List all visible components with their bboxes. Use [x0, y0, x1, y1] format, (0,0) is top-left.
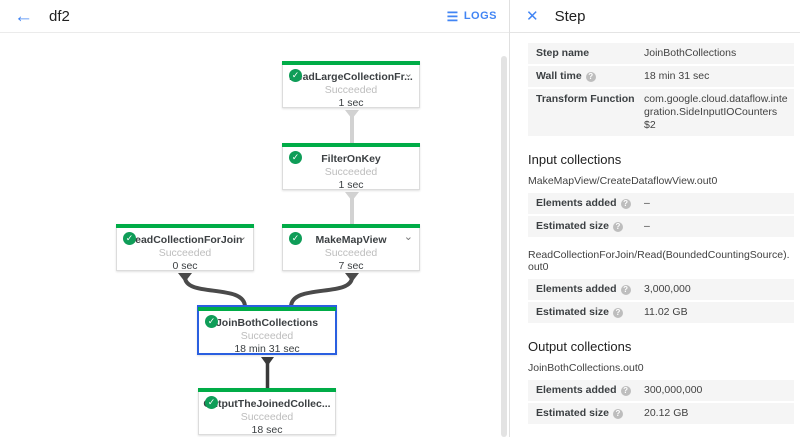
- collection-elements-added-row: Elements added? –: [528, 193, 794, 214]
- node-time: 7 sec: [338, 260, 364, 272]
- node-status-bar: [198, 388, 336, 392]
- success-check-icon: ✓: [289, 69, 302, 82]
- success-check-icon: ✓: [123, 232, 136, 245]
- node-title: ReadCollectionForJoin: [127, 234, 243, 246]
- property-value: JoinBothCollections: [644, 47, 737, 59]
- node-time: 1 sec: [338, 97, 364, 109]
- metric-label: Elements added: [536, 384, 617, 396]
- node-status-bar: [282, 61, 420, 65]
- node-title: JoinBothCollections: [215, 317, 319, 329]
- node-time: 1 sec: [338, 179, 364, 191]
- close-icon[interactable]: ✕: [526, 8, 539, 25]
- step-details-panel: ✕ Step Step name JoinBothCollections Wal…: [510, 0, 800, 437]
- step-panel-header: ✕ Step: [510, 0, 800, 33]
- graph-node-read-large-collection[interactable]: ✓ ReadLargeCollectionFr... ⌄ Succeeded 1…: [282, 61, 420, 109]
- metric-value: 3,000,000: [644, 283, 691, 295]
- metric-value: 20.12 GB: [644, 407, 689, 419]
- property-value: com.google.cloud.dataflow.integration.Si…: [644, 93, 788, 131]
- job-header: ← df2 ☰ LOGS: [0, 0, 509, 33]
- property-value: 18 min 31 sec: [644, 70, 710, 82]
- success-check-icon: ✓: [205, 315, 218, 328]
- node-status: Succeeded: [240, 330, 294, 342]
- collection-name: JoinBothCollections.out0: [528, 362, 644, 374]
- help-icon[interactable]: ?: [612, 308, 623, 318]
- input-collections-heading: Input collections: [528, 152, 622, 167]
- edge-filteronkey-makemapview: [345, 192, 359, 224]
- help-icon[interactable]: ?: [620, 199, 631, 209]
- step-panel-body: Step name JoinBothCollections Wall time?…: [510, 33, 800, 437]
- help-icon[interactable]: ?: [620, 386, 631, 396]
- metric-label: Estimated size: [536, 220, 609, 232]
- node-status: Succeeded: [324, 247, 378, 259]
- graph-node-join-both-collections[interactable]: ✓ JoinBothCollections Succeeded 18 min 3…: [197, 305, 337, 355]
- node-time: 0 sec: [172, 260, 198, 272]
- collection-estimated-size-row: Estimated size? 11.02 GB: [528, 302, 794, 323]
- node-status-bar: [282, 143, 420, 147]
- property-label: Transform Function: [536, 93, 635, 105]
- property-row-transform-function: Transform Function com.google.cloud.data…: [528, 89, 794, 136]
- success-check-icon: ✓: [289, 232, 302, 245]
- chevron-down-icon[interactable]: ⌄: [237, 231, 247, 243]
- property-label: Step name: [536, 47, 590, 59]
- node-status-bar: [116, 224, 254, 228]
- node-title: OutputTheJoinedCollec...: [203, 398, 331, 410]
- edge-readlarge-filteronkey: [345, 110, 359, 143]
- node-time: 18 min 31 sec: [234, 343, 300, 355]
- step-panel-title: Step: [554, 7, 586, 25]
- metric-label: Estimated size: [536, 407, 609, 419]
- job-graph-panel: ← df2 ☰ LOGS: [0, 0, 510, 437]
- node-status: Succeeded: [324, 84, 378, 96]
- graph-node-filter-on-key[interactable]: ✓ FilterOnKey Succeeded 1 sec: [282, 143, 420, 191]
- node-status-bar: [282, 224, 420, 228]
- help-icon[interactable]: ?: [612, 409, 623, 419]
- node-title: MakeMapView: [315, 234, 387, 246]
- collection-elements-added-row: Elements added? 3,000,000: [528, 279, 794, 300]
- graph-node-output-the-joined[interactable]: ✓ OutputTheJoinedCollec... Succeeded 18 …: [198, 388, 336, 436]
- edge-makemapview-join: [289, 273, 359, 308]
- output-collections-heading: Output collections: [528, 339, 632, 354]
- node-title: FilterOnKey: [321, 153, 381, 165]
- success-check-icon: ✓: [205, 396, 218, 409]
- help-icon[interactable]: ?: [620, 285, 631, 295]
- success-check-icon: ✓: [289, 151, 302, 164]
- metric-label: Elements added: [536, 283, 617, 295]
- metric-label: Elements added: [536, 197, 617, 209]
- graph-scrollbar[interactable]: [501, 56, 507, 437]
- edge-join-output: [261, 357, 274, 388]
- metric-value: 300,000,000: [644, 384, 703, 396]
- node-status: Succeeded: [158, 247, 212, 259]
- edge-readcollection-join: [178, 273, 247, 308]
- collection-estimated-size-row: Estimated size? –: [528, 216, 794, 237]
- property-label: Wall time: [536, 70, 582, 82]
- node-status: Succeeded: [240, 411, 294, 423]
- graph-edges: [178, 110, 359, 388]
- collection-name: MakeMapView/CreateDataflowView.out0: [528, 175, 718, 187]
- back-arrow-icon[interactable]: ←: [14, 5, 33, 27]
- metric-label: Estimated size: [536, 306, 609, 318]
- metric-value: –: [644, 220, 650, 232]
- property-row-wall-time: Wall time? 18 min 31 sec: [528, 66, 794, 87]
- graph-node-make-map-view[interactable]: ✓ MakeMapView ⌄ Succeeded 7 sec: [282, 224, 420, 272]
- logs-list-icon: ☰: [446, 8, 459, 24]
- help-icon[interactable]: ?: [585, 72, 596, 82]
- logs-button[interactable]: ☰ LOGS: [447, 10, 497, 23]
- graph-node-read-collection-for-join[interactable]: ✓ ReadCollectionForJoin ⌄ Succeeded 0 se…: [116, 224, 254, 272]
- collection-elements-added-row: Elements added? 300,000,000: [528, 380, 794, 401]
- logs-button-label: LOGS: [463, 10, 497, 22]
- job-title: df2: [49, 7, 70, 25]
- chevron-down-icon[interactable]: ⌄: [403, 68, 413, 80]
- chevron-down-icon[interactable]: ⌄: [403, 231, 413, 243]
- node-status-bar: [198, 307, 336, 311]
- property-row-step-name: Step name JoinBothCollections: [528, 43, 794, 64]
- node-status: Succeeded: [324, 166, 378, 178]
- node-time: 18 sec: [251, 424, 283, 436]
- metric-value: 11.02 GB: [644, 306, 688, 318]
- collection-name: ReadCollectionForJoin/Read(BoundedCounti…: [528, 249, 790, 273]
- collection-estimated-size-row: Estimated size? 20.12 GB: [528, 403, 794, 424]
- metric-value: –: [644, 197, 650, 209]
- help-icon[interactable]: ?: [612, 222, 623, 232]
- node-title: ReadLargeCollectionFr...: [289, 71, 413, 83]
